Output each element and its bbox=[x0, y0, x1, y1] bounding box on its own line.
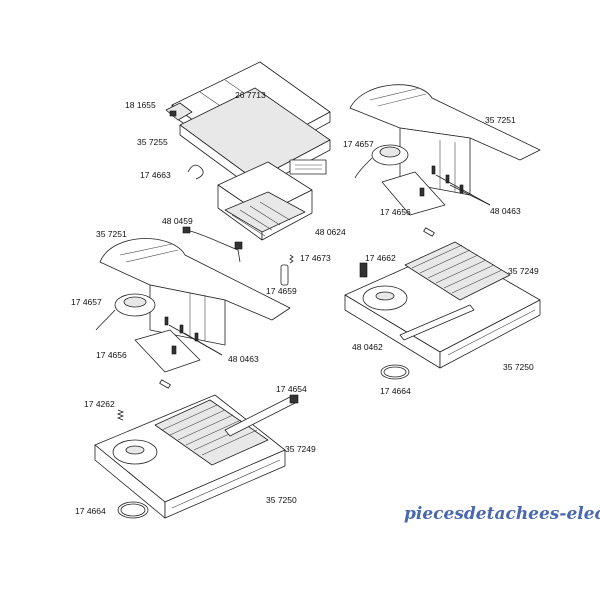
label-357249-bottom: 35 7249 bbox=[285, 444, 316, 454]
fan-174657-top bbox=[354, 144, 409, 179]
label-480624: 48 0624 bbox=[315, 227, 346, 237]
label-357250-bottom: 35 7250 bbox=[266, 495, 297, 505]
fan-duct-357251-mid bbox=[99, 238, 291, 346]
spring-174262 bbox=[116, 409, 125, 421]
watermark-text: piecesdetachees-elec.com bbox=[404, 504, 600, 524]
clip-174663 bbox=[187, 164, 204, 180]
label-174654: 17 4654 bbox=[276, 384, 307, 394]
label-357255: 35 7255 bbox=[137, 137, 168, 147]
label-174657-top: 17 4657 bbox=[343, 139, 374, 149]
label-480463-top: 48 0463 bbox=[490, 206, 521, 216]
ring-174664-right bbox=[380, 364, 410, 380]
label-174659: 17 4659 bbox=[266, 286, 297, 296]
label-174657-mid: 17 4657 bbox=[71, 297, 102, 307]
spring-174662 bbox=[359, 262, 368, 278]
fan-174657-mid bbox=[95, 293, 156, 331]
fan-housing-bottom bbox=[112, 439, 158, 465]
power-board-housing-480624 bbox=[217, 161, 313, 241]
sensor-174659 bbox=[280, 264, 289, 286]
fan-bracket-174656-top bbox=[381, 171, 446, 216]
label-267713: 26 7713 bbox=[235, 90, 266, 100]
label-174656-mid: 17 4656 bbox=[96, 350, 127, 360]
ribbon-cable-174654 bbox=[224, 394, 299, 437]
label-174662: 17 4662 bbox=[365, 253, 396, 263]
label-174664-right: 17 4664 bbox=[380, 386, 411, 396]
fan-bracket-174656-mid bbox=[134, 329, 201, 373]
fan-duct-357251-top bbox=[349, 84, 541, 196]
label-357249-right: 35 7249 bbox=[508, 266, 539, 276]
label-480459: 48 0459 bbox=[162, 216, 193, 226]
wire-harness-480459 bbox=[182, 226, 243, 263]
ring-174664-bottom bbox=[117, 501, 149, 519]
heatsink-357249-right bbox=[404, 241, 511, 301]
pin-mid bbox=[159, 379, 171, 389]
clips-480463-top bbox=[431, 165, 491, 206]
pin-top bbox=[423, 227, 435, 237]
label-174663: 17 4663 bbox=[140, 170, 171, 180]
label-174673: 17 4673 bbox=[300, 253, 331, 263]
label-174262: 17 4262 bbox=[84, 399, 115, 409]
clips-480463-mid bbox=[164, 316, 223, 356]
connector-181655 bbox=[165, 102, 193, 121]
spring-174673 bbox=[289, 254, 294, 264]
label-480463-mid: 48 0463 bbox=[228, 354, 259, 364]
label-357250-right: 35 7250 bbox=[503, 362, 534, 372]
label-174664-bottom: 17 4664 bbox=[75, 506, 106, 516]
label-174656-top: 17 4656 bbox=[380, 207, 411, 217]
label-357251-top: 35 7251 bbox=[485, 115, 516, 125]
label-480462: 48 0462 bbox=[352, 342, 383, 352]
label-181655: 18 1655 bbox=[125, 100, 156, 110]
fan-housing-right bbox=[362, 285, 408, 311]
bar-480462 bbox=[399, 304, 475, 341]
label-357251-mid: 35 7251 bbox=[96, 229, 127, 239]
